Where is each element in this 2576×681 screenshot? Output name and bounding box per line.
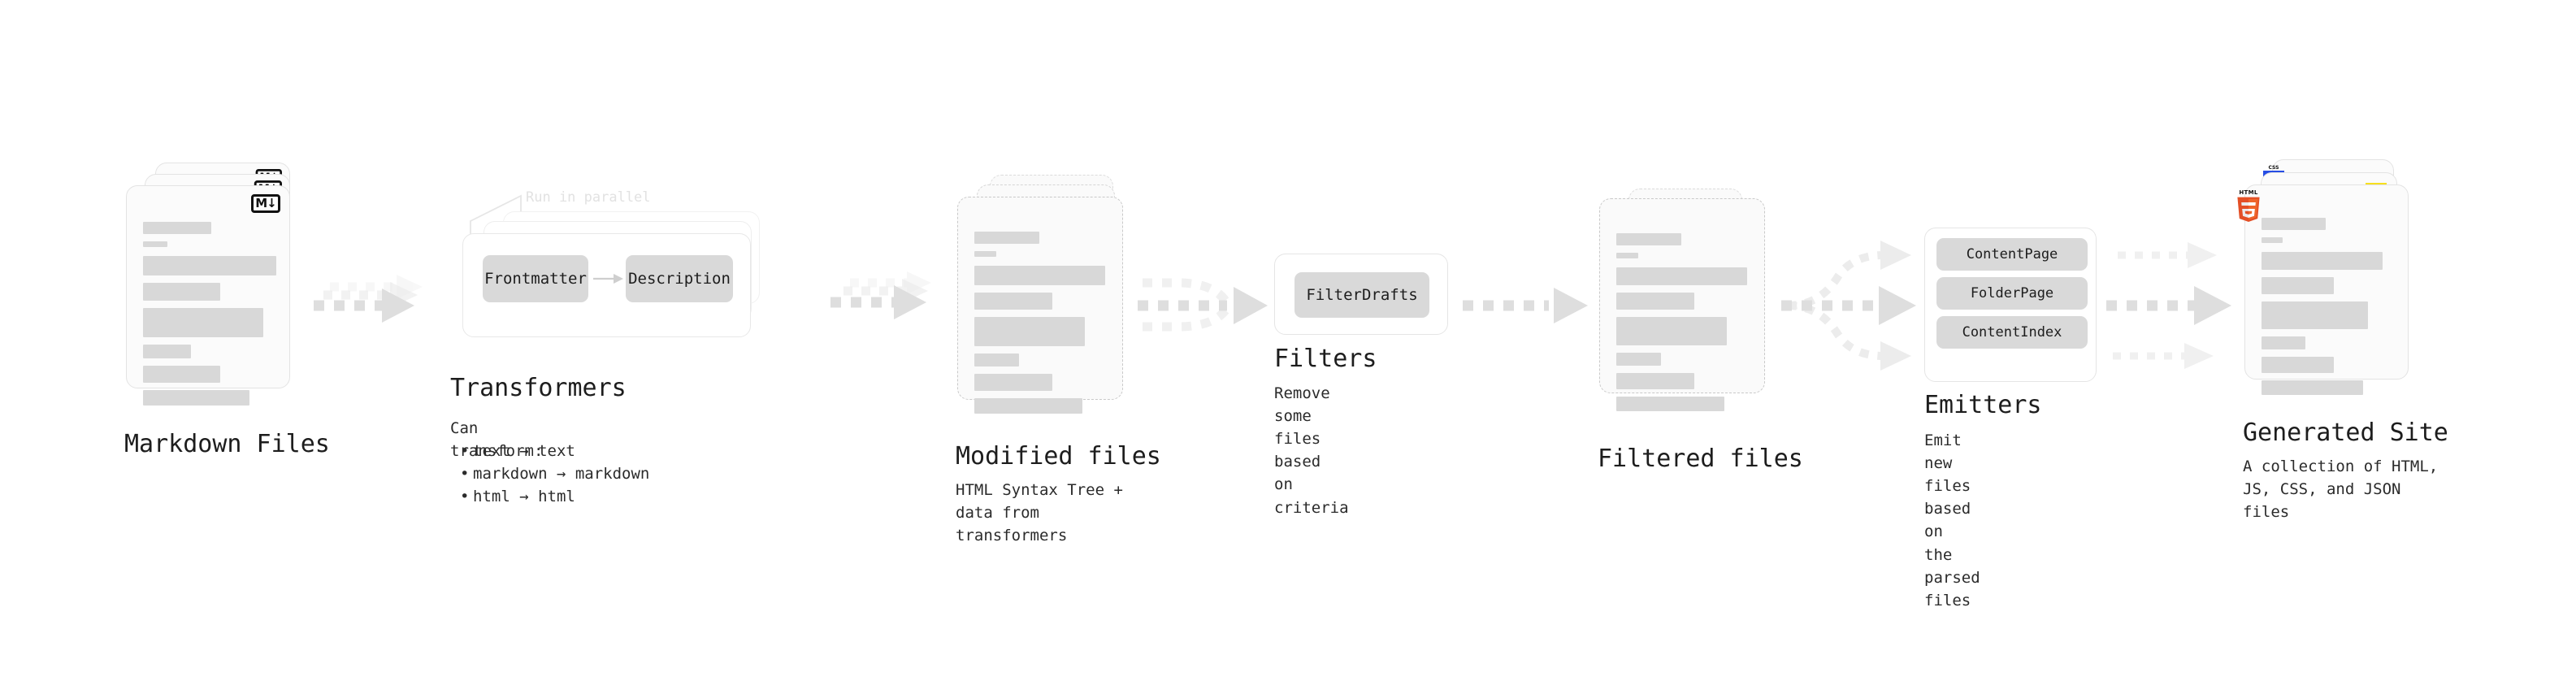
node-description-label: Description	[628, 270, 731, 288]
stage-title-generated: Generated Site	[2243, 419, 2448, 447]
node-description[interactable]: Description	[626, 255, 733, 302]
stage-desc-filters: Remove some files based on criteria	[1274, 384, 1349, 517]
stage-title-emitters: Emitters	[1924, 391, 2042, 419]
connector-filters-to-filtered	[1463, 288, 1588, 323]
stage-generated-site: HTML	[2237, 159, 2448, 521]
node-folderpage-label: FolderPage	[1970, 285, 2054, 301]
stage-title-transformers: Transformers	[450, 374, 627, 402]
html5-icon: HTML	[2236, 189, 2262, 222]
connector-modified-to-filters	[1138, 278, 1268, 332]
connector-markdown-to-transformers	[314, 275, 423, 323]
stage-filtered-files: Filtered files	[1598, 189, 1803, 472]
node-contentindex-label: ContentIndex	[1962, 324, 2062, 340]
node-filterdrafts[interactable]: FilterDrafts	[1295, 272, 1429, 318]
connector-emitters-to-generated	[2106, 242, 2231, 369]
node-frontmatter-label: Frontmatter	[484, 270, 587, 288]
modified-card-stack	[957, 175, 1144, 419]
run-in-parallel-label: Run in parallel	[526, 189, 651, 206]
markdown-placeholder-lines	[143, 222, 276, 413]
stage-title-modified: Modified files	[956, 442, 1161, 471]
filters-container: FilterDrafts	[1274, 254, 1448, 335]
transformer-bullets: text → text markdown → markdown html → h…	[458, 440, 649, 508]
connector-filtered-to-emitters	[1781, 241, 1916, 371]
generated-placeholder-lines	[2262, 218, 2395, 402]
markdown-card-stack: M↓ M↓ M↓	[126, 163, 313, 406]
stage-title-markdown: Markdown Files	[124, 430, 330, 458]
stage-desc-generated: A collection of HTML, JS, CSS, and JSON …	[2243, 458, 2439, 522]
emitters-container: ContentPage FolderPage ContentIndex	[1924, 228, 2097, 382]
modified-card-front	[957, 197, 1123, 414]
bullet-markdown: markdown → markdown	[458, 462, 649, 485]
stage-desc-modified: HTML Syntax Tree + data from transformer…	[956, 481, 1123, 545]
filtered-placeholder-lines	[1616, 233, 1751, 419]
connector-transformers-to-modified	[830, 271, 931, 319]
stage-title-filtered: Filtered files	[1598, 445, 1803, 473]
markdown-card-front: M↓	[126, 185, 290, 406]
markdown-icon: M↓	[251, 194, 280, 213]
filtered-card-front	[1599, 198, 1765, 411]
node-folderpage[interactable]: FolderPage	[1936, 277, 2088, 310]
filtered-card-stack	[1599, 189, 1786, 432]
stage-modified-files: Modified files HTML Syntax Tree + data f…	[956, 175, 1161, 544]
node-contentpage[interactable]: ContentPage	[1936, 238, 2088, 271]
node-contentpage-label: ContentPage	[1966, 246, 2058, 262]
node-frontmatter[interactable]: Frontmatter	[483, 255, 588, 302]
generated-card-html: HTML	[2237, 184, 2409, 395]
stage-markdown-files: M↓ M↓ M↓ Markdown Fi	[124, 163, 330, 458]
node-filterdrafts-label: FilterDrafts	[1306, 286, 1418, 304]
modified-placeholder-lines	[974, 232, 1109, 421]
bullet-text: text → text	[458, 440, 649, 462]
transformer-container-front: Frontmatter Description	[462, 233, 751, 337]
bullet-html: html → html	[458, 485, 649, 508]
generated-card-stack: HTML	[2237, 159, 2439, 403]
stage-desc-emitters: Emit new files based on the parsed files	[1924, 432, 1980, 609]
node-contentindex[interactable]: ContentIndex	[1936, 316, 2088, 349]
stage-title-filters: Filters	[1274, 345, 1377, 373]
